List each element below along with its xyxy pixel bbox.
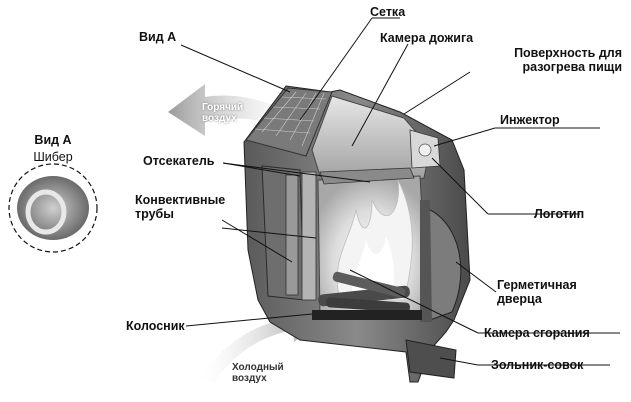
label-mesh: Сетка xyxy=(370,5,406,19)
label-view-a-detail-title: Вид А xyxy=(34,133,72,147)
label-sealed-door: Герметичная дверца xyxy=(497,278,577,306)
label-logo: Логотип xyxy=(534,207,585,221)
label-cold-air: Холодный воздух xyxy=(232,362,284,384)
logo-mark xyxy=(418,143,432,157)
label-damper: Шибер xyxy=(33,150,73,164)
damper-disc xyxy=(17,176,89,240)
ash-pan-shape xyxy=(405,339,457,379)
label-cooking-surface: Поверхность для разогрева пищи xyxy=(514,46,622,74)
label-ash-pan: Зольник-совок xyxy=(491,358,584,372)
door-frame xyxy=(420,200,432,322)
label-hot-air: Горячий воздух xyxy=(202,102,244,124)
grate-bars xyxy=(312,310,422,320)
label-afterburn-chamber: Камера дожига xyxy=(380,31,474,45)
label-deflector: Отсекатель xyxy=(143,154,215,168)
leader-lines xyxy=(180,17,620,366)
firewood xyxy=(318,271,410,313)
deflector-plate xyxy=(319,167,415,185)
label-view-a: Вид А xyxy=(139,30,177,44)
hot-air-arrow xyxy=(168,84,300,136)
label-convective-tubes: Конвективные трубы xyxy=(135,193,226,221)
tube-2 xyxy=(301,171,317,301)
label-grate: Колосник xyxy=(126,319,185,333)
label-injector: Инжектор xyxy=(500,113,560,127)
sealed-door-shape xyxy=(425,207,462,321)
label-combustion-chamber: Камера сгорания xyxy=(484,326,590,340)
damper-ring xyxy=(25,189,67,235)
